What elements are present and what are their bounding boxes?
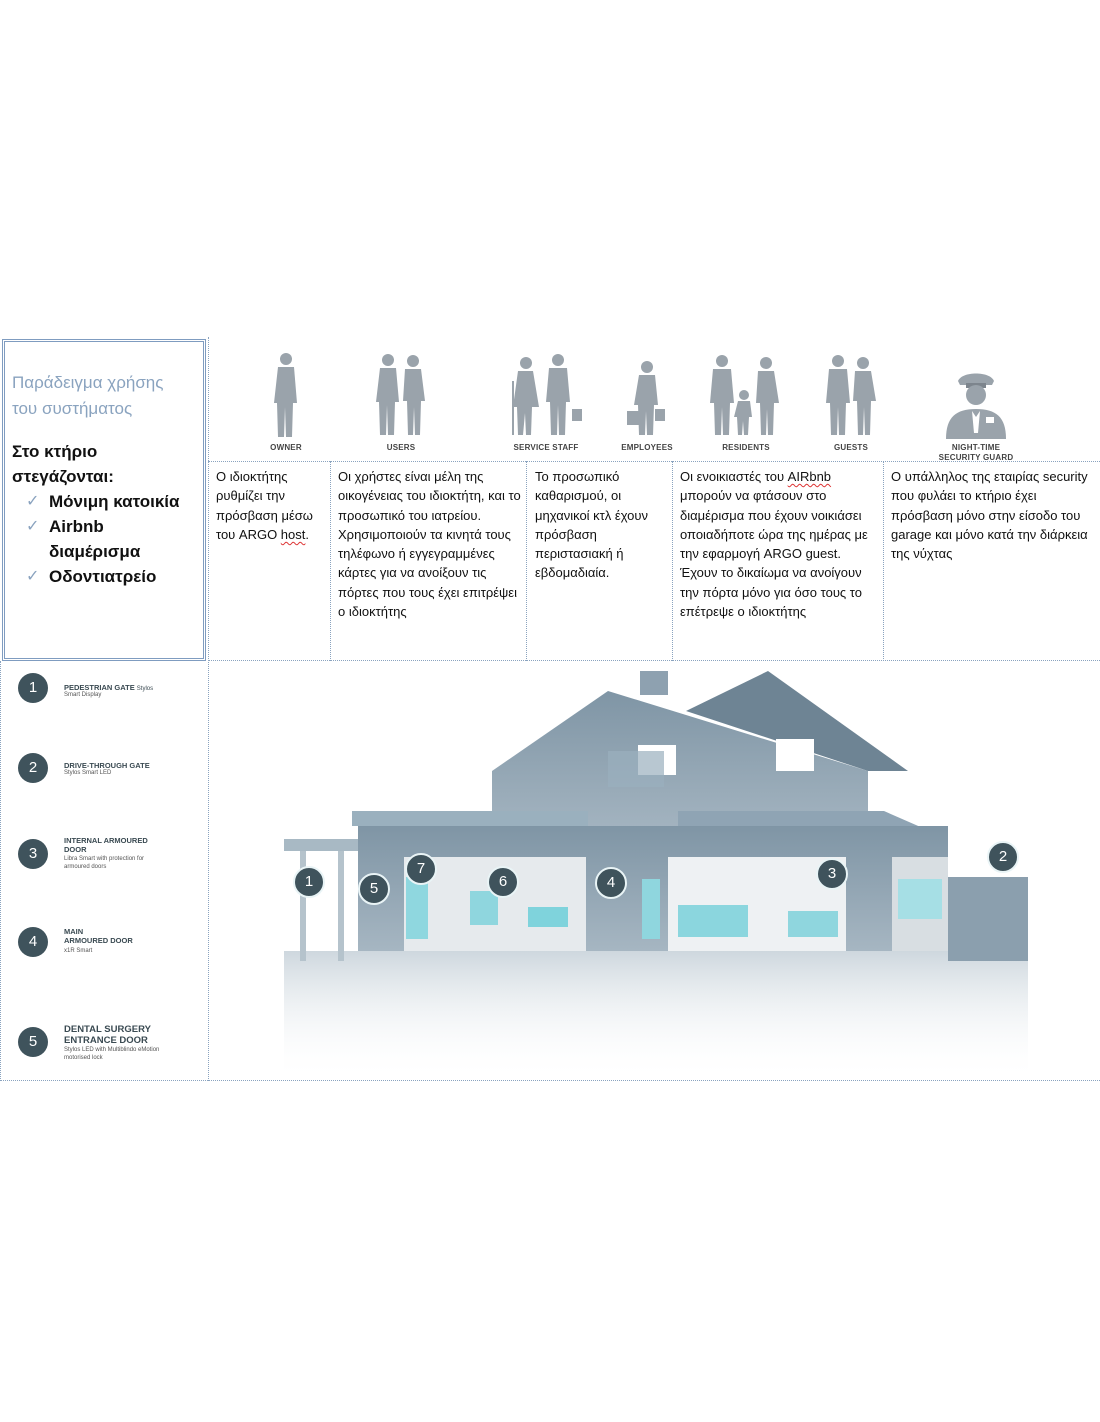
legend-number-badge: 4	[18, 927, 48, 957]
intro-line1: Στο κτήριο	[12, 442, 98, 461]
legend-number-badge: 1	[18, 673, 48, 703]
legend-title: PEDESTRIAN GATE Stylos	[64, 683, 153, 694]
legend-title-text: PEDESTRIAN GATE	[64, 683, 135, 692]
house-illustration: 1 5 7 6 4 3 2	[208, 661, 1100, 1081]
role-label-users: USERS	[386, 443, 416, 452]
column-divider	[330, 461, 331, 661]
legend-number-badge: 3	[18, 839, 48, 869]
title-box: Παράδειγμα χρήσης του συστήματος Στο κτή…	[2, 339, 206, 661]
role-label-service-staff: SERVICE STAFF	[513, 443, 579, 452]
desc-owner: Ο ιδιοκτήτης ρυθμίζει την πρόσβαση μέσω …	[216, 467, 328, 544]
table-top-border	[208, 461, 1100, 462]
role-residents: RESIDENTS	[696, 351, 796, 453]
role-service-staff: SERVICE STAFF	[496, 351, 596, 453]
table-bottom-border	[208, 660, 1100, 661]
left-column-border	[208, 337, 209, 1081]
house-badge-1: 1	[293, 866, 325, 898]
desc-owner-text-end: .	[305, 526, 309, 542]
desc-residents-text-end: μπορούν να φτάσουν στο διαμέρισμα που έχ…	[680, 488, 868, 620]
legend-title: MAIN ARMOURED DOOR	[64, 927, 133, 945]
spellcheck-marked-word: AIRbnb	[787, 469, 832, 484]
legend-title: INTERNAL ARMOURED DOOR	[64, 836, 148, 854]
column-divider	[672, 461, 673, 661]
list-item: ✓ Οδοντιατρείο	[12, 564, 197, 589]
legend-subtitle: Libra Smart with protection for armoured…	[64, 856, 144, 871]
legend-title-line2: ENTRANCE DOOR	[64, 1035, 148, 1046]
legend-title: DENTAL SURGERY ENTRANCE DOOR	[64, 1024, 151, 1046]
legend-subtitle: Stylos Smart LED	[64, 770, 112, 776]
legend-number-badge: 5	[18, 1027, 48, 1057]
house-badge-2: 2	[987, 841, 1019, 873]
legend-subtitle: Stylos LED with Multiblindo eMotion moto…	[64, 1047, 159, 1062]
desc-guard: Ο υπάλληλος της εταιρίας security που φυ…	[891, 469, 1088, 562]
guests-silhouette-icon	[826, 355, 876, 435]
desc-staff: Το προσωπικό καθαρισμού, οι μηχανικοί κτ…	[535, 469, 649, 581]
house-cutaway-image	[284, 671, 1028, 1081]
role-label-line2: SECURITY GUARD	[938, 453, 1014, 462]
slide-heading: Παράδειγμα χρήσης του συστήματος	[12, 370, 197, 422]
role-label-security-guard: NIGHT-TIME SECURITY GUARD	[926, 443, 1026, 463]
legend-subtitle: x1R Smart	[64, 948, 93, 954]
residents-family-silhouette-icon	[710, 355, 779, 435]
list-item: ✓ Μόνιμη κατοικία	[12, 489, 197, 514]
role-label-employees: EMPLOYEES	[621, 443, 673, 452]
role-label-residents: RESIDENTS	[722, 443, 770, 452]
security-guard-icon	[946, 373, 1006, 439]
service-staff-silhouette-icon	[512, 354, 582, 435]
legend-title-suffix: Stylos	[136, 686, 154, 692]
house-badge-7: 7	[405, 853, 437, 885]
intro-line2: στεγάζονται:	[12, 467, 114, 486]
employee-silhouette-icon	[627, 361, 665, 435]
owner-silhouette-icon	[274, 353, 297, 437]
role-label-owner: OWNER	[270, 443, 302, 452]
intro-text: Στο κτήριο στεγάζονται:	[12, 439, 197, 489]
column-divider	[526, 461, 527, 661]
legend-title-line2: ARMOURED DOOR	[64, 936, 133, 945]
role-guests: GUESTS	[801, 351, 901, 453]
check-icon: ✓	[26, 493, 40, 510]
role-users: USERS	[351, 351, 451, 453]
role-owner: OWNER	[236, 351, 336, 453]
list-item: ✓ Airbnb διαμέρισμα	[12, 514, 197, 564]
column-divider	[883, 461, 884, 661]
slide: Παράδειγμα χρήσης του συστήματος Στο κτή…	[0, 337, 1100, 1081]
role-security-guard: NIGHT-TIME SECURITY GUARD	[926, 351, 1026, 463]
legend-title-line1: DENTAL SURGERY	[64, 1024, 151, 1035]
role-label-line1: NIGHT-TIME	[951, 443, 1001, 452]
legend-subtitle-line2: motorised lock	[64, 1054, 103, 1061]
building-uses-list: ✓ Μόνιμη κατοικία ✓ Airbnb διαμέρισμα ✓ Οδο…	[12, 489, 197, 589]
check-icon: ✓	[26, 518, 40, 535]
slide-heading-line1: Παράδειγμα χρήσης	[12, 373, 164, 392]
desc-owner-text: Ο ιδιοκτήτης ρυθμίζει την πρόσβαση μέσω …	[216, 469, 313, 542]
role-employees: EMPLOYEES	[597, 351, 697, 453]
house-badge-3: 3	[816, 858, 848, 890]
desc-residents-text: Οι ενοικιαστές του	[680, 469, 788, 484]
check-icon: ✓	[26, 568, 40, 585]
desc-users: Οι χρήστες είναι μέλη της οικογένειας το…	[338, 469, 521, 620]
slide-heading-line2: του συστήματος	[12, 399, 133, 418]
users-silhouette-icon	[376, 354, 425, 435]
legend-title: DRIVE-THROUGH GATE	[64, 761, 150, 770]
list-item-label: Μόνιμη κατοικία	[49, 492, 180, 511]
legend-title-line1: MAIN	[64, 927, 84, 936]
house-badge-5: 5	[358, 873, 390, 905]
legend-subtitle-line2: armoured doors	[64, 863, 107, 870]
spellcheck-marked-word: host	[280, 526, 306, 542]
house-badge-4: 4	[595, 867, 627, 899]
legend-title-line2: DOOR	[64, 845, 87, 854]
role-label-guests: GUESTS	[833, 443, 869, 452]
slide-left-border	[0, 661, 1, 1081]
desc-residents: Οι ενοικιαστές του AIRbnb μπορούν να φτά…	[680, 467, 877, 621]
legend-subtitle: Smart Display	[64, 692, 102, 698]
list-item-label: Οδοντιατρείο	[49, 567, 157, 586]
legend-subtitle-line1: Libra Smart with protection for	[64, 856, 145, 862]
legend-title-line1: INTERNAL ARMOURED	[64, 836, 148, 845]
legend-number-badge: 2	[18, 753, 48, 783]
house-badge-6: 6	[487, 866, 519, 898]
legend-subtitle-line1: Stylos LED with Multiblindo eMotion	[64, 1047, 160, 1053]
list-item-label: Airbnb διαμέρισμα	[49, 517, 141, 561]
